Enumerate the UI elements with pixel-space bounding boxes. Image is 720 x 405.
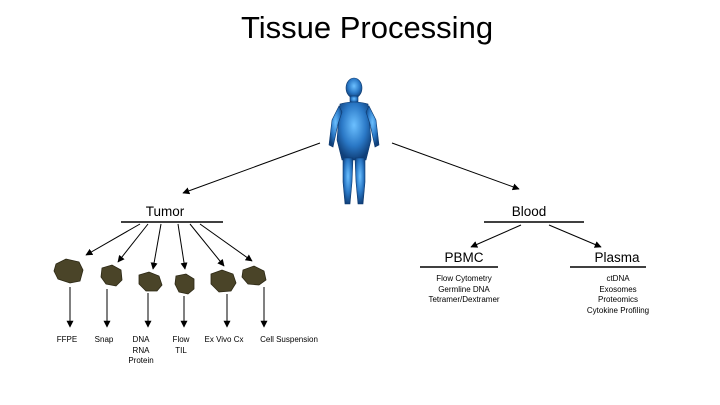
tissue-sample-icon [138,271,163,292]
human-body-icon [328,77,380,205]
output-line: RNA [132,345,150,355]
tissue-sample-icon [53,258,84,284]
output-label: Flow TIL [173,335,190,356]
tumor-arrow-4 [177,223,188,270]
tumor-arrow-5 [189,223,225,267]
output-line: FFPE [56,335,78,344]
output-label: DNA RNA Protein [128,335,153,367]
list-item: Proteomics [597,295,638,305]
output-label: FFPE [57,335,77,346]
tumor-arrow-2 [117,223,149,263]
tumor-arrow-3 [150,223,162,270]
tumor-arrow-6 [199,223,253,262]
list-item: ctDNA [606,274,630,283]
pbmc-label: PBMC [444,250,484,265]
output-label: Snap [95,335,114,346]
blood-to-plasma-arrow [548,224,602,248]
output-line: Protein [128,356,154,365]
tumor-label: Tumor [145,204,185,219]
output-label: Cell Suspension [260,335,318,346]
blood-label: Blood [511,204,547,219]
output-line: TIL [175,345,187,355]
blood-to-pbmc-arrow [470,224,522,248]
output-line: Ex Vivo Cx [204,335,244,344]
output-label: Ex Vivo Cx [205,335,244,346]
tissue-sample-icon [210,269,237,293]
plasma-assay-list: ctDNA Exosomes Proteomics Cytokine Profi… [587,274,649,316]
list-item: Tetramer/Dextramer [428,295,500,305]
list-item: Flow Cytometry [436,274,492,283]
output-line: Snap [94,335,114,344]
tumor-arrow-1 [85,223,141,256]
page-title: Tissue Processing [240,10,494,45]
output-line: DNA [132,335,150,344]
tissue-sample-icon [241,265,267,286]
list-item: Germline DNA [438,284,490,294]
pbmc-assay-list: Flow Cytometry Germline DNA Tetramer/Dex… [428,274,499,306]
list-item: Exosomes [599,284,637,294]
output-line: Flow [172,335,190,344]
tissue-sample-icon [174,273,195,295]
arrow-to-blood [391,142,520,191]
output-line: Cell Suspension [260,335,318,344]
list-item: Cytokine Profiling [586,305,650,315]
plasma-label: Plasma [594,250,640,265]
tissue-sample-icon [100,264,123,287]
arrow-to-tumor [182,142,321,195]
